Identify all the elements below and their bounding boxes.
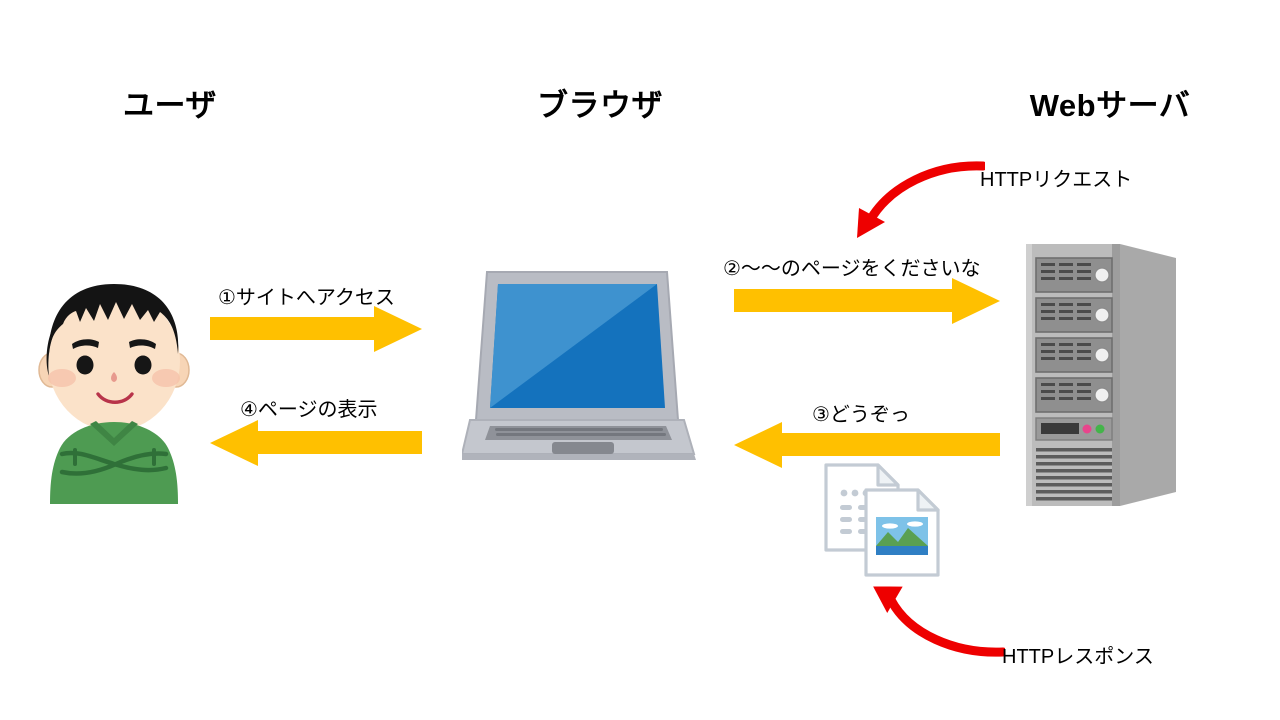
flow-arrow-3-left [734,422,1000,468]
files-figure-documents [824,463,940,577]
flow-arrow-4-left [210,420,422,466]
flow-arrow-2-right [734,278,1000,324]
http-response-curved-arrow-icon [873,586,1005,657]
annotation-label-http-request: HTTPリクエスト [980,169,1133,191]
annotation-label-http-response: HTTPレスポンス [1002,646,1154,668]
flow-label-step-3: ③どうぞっ [812,404,910,426]
flow-arrow-1-right [210,306,422,352]
flow-label-step-1: ①サイトへアクセス [218,287,395,309]
user-figure-man-with-crossed-arms [38,284,190,504]
flow-label-step-4: ④ページの表示 [240,399,378,421]
column-title-server: Webサーバ [1029,88,1191,123]
column-title-browser: ブラウザ [537,88,663,123]
flow-label-step-2: ②〜〜のページをくださいな [723,258,981,280]
browser-figure-laptop [462,271,696,460]
column-title-user: ユーザ [123,88,217,123]
http-request-curved-arrow-icon [857,161,985,238]
server-figure-tower [1026,244,1176,506]
